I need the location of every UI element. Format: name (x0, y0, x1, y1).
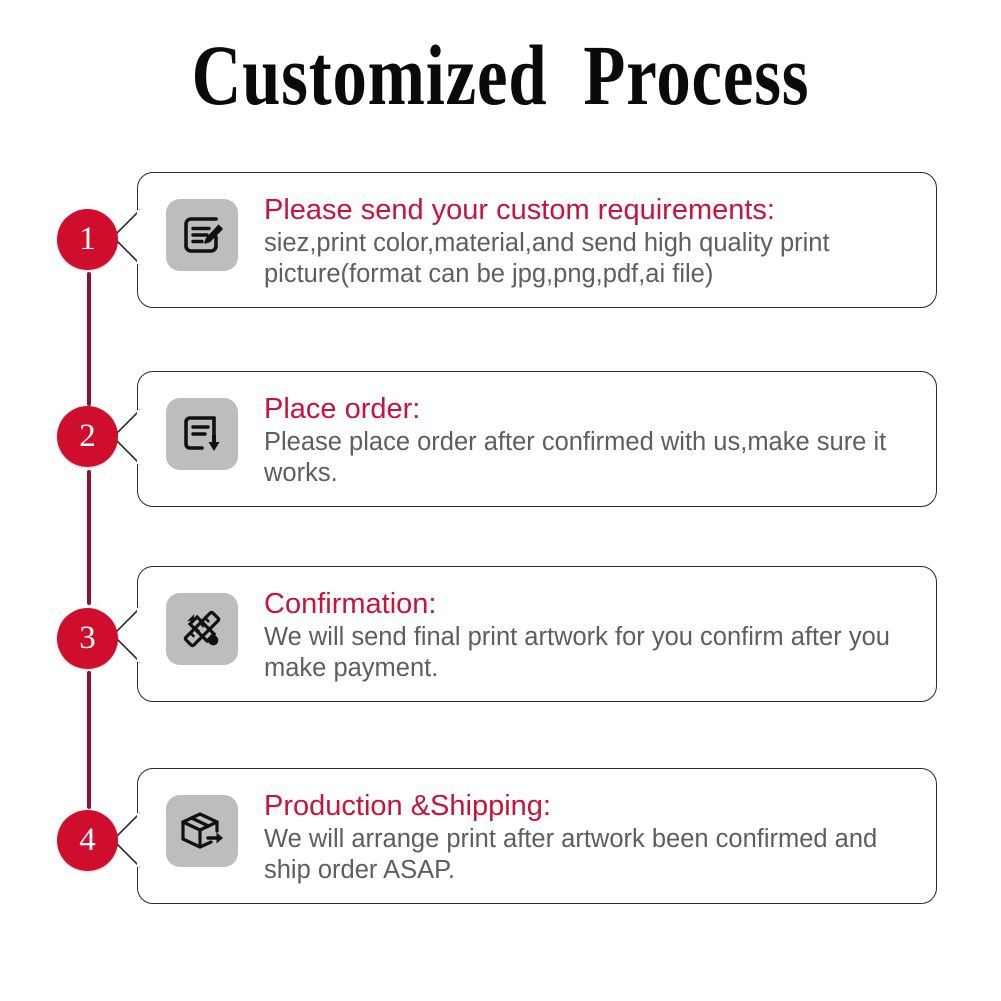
card-text-block: Please send your custom requirements: si… (264, 191, 916, 289)
card-body: siez,print color,material,and send high … (264, 229, 830, 288)
card-text-block: Production &Shipping: We will arrange pr… (264, 787, 916, 885)
ruler-pencil-icon (166, 593, 238, 665)
edit-document-icon (166, 199, 238, 271)
timeline-connector-2-3 (87, 470, 91, 605)
card-body: We will arrange print after artwork been… (264, 825, 878, 884)
card-heading: Please send your custom requirements: (264, 194, 775, 226)
card-text-block: Confirmation: We will send final print a… (264, 585, 916, 683)
step-card-4: Production &Shipping: We will arrange pr… (111, 768, 937, 905)
document-download-icon (166, 398, 238, 470)
timeline-connector-1-2 (87, 272, 91, 406)
card-body: Please place order after confirmed with … (264, 428, 887, 487)
step-badge-4: 4 (57, 810, 118, 871)
step-badge-3: 3 (57, 608, 118, 669)
card-heading: Place order: (264, 393, 421, 425)
step-badge-2: 2 (57, 406, 118, 467)
step-badge-1: 1 (57, 209, 118, 270)
shipping-box-arrow-icon (166, 795, 238, 867)
step-card-1: Please send your custom requirements: si… (111, 172, 937, 309)
card-body: We will send final print artwork for you… (264, 623, 890, 682)
card-heading: Production &Shipping: (264, 790, 551, 822)
card-text-block: Place order: Please place order after co… (264, 390, 916, 488)
step-card-2: Place order: Please place order after co… (111, 371, 937, 508)
page-title: Customized Process (191, 27, 810, 123)
step-card-3: Confirmation: We will send final print a… (111, 566, 937, 703)
card-heading: Confirmation: (264, 588, 437, 620)
timeline-connector-3-4 (87, 671, 91, 809)
